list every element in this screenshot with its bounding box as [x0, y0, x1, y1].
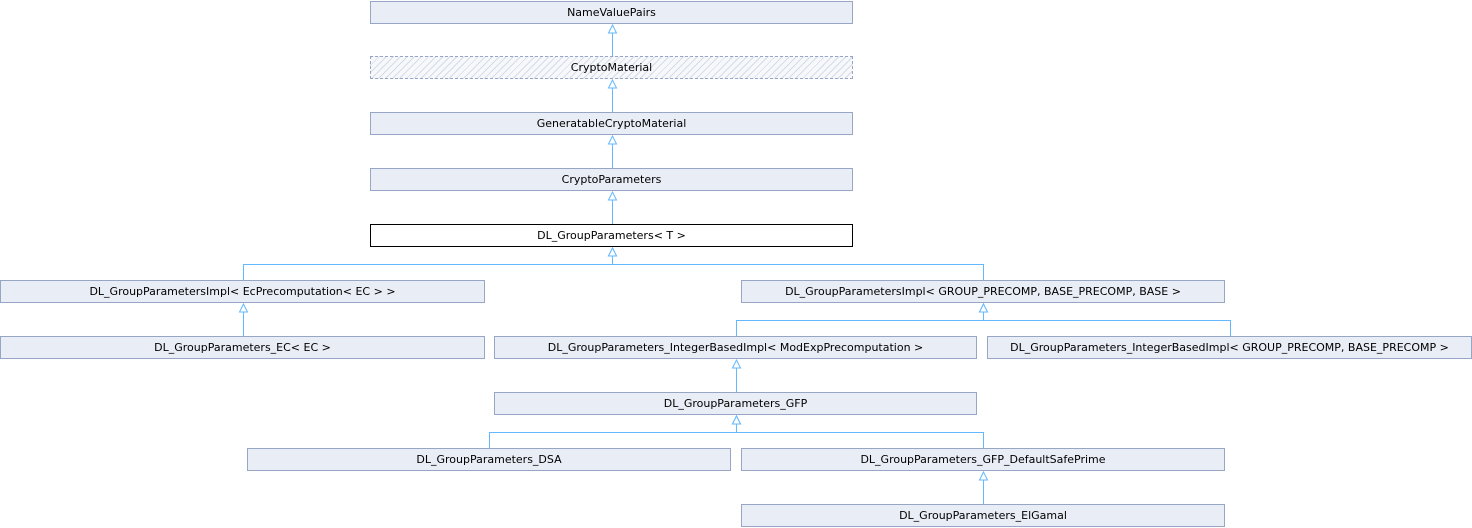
class-node-dl-group-parameters-impl-ec-precomputation[interactable]: DL_GroupParametersImpl< EcPrecomputation…: [0, 280, 485, 303]
inheritance-edge-implgen-to-dlgp: [612, 254, 984, 280]
inheritance-edge-gfpdsp-to-gfp: [736, 422, 984, 448]
class-node-generatable-crypto-material[interactable]: GeneratableCryptoMaterial: [370, 112, 853, 135]
class-node-dl-group-parameters-gfp-default-safe-prime[interactable]: DL_GroupParameters_GFP_DefaultSafePrime: [741, 448, 1225, 471]
inheritance-arrowhead-gcm: [607, 134, 618, 145]
inheritance-arrowhead-implgen: [978, 302, 989, 313]
class-node-dl-group-parameters-impl-generic[interactable]: DL_GroupParametersImpl< GROUP_PRECOMP, B…: [741, 280, 1225, 303]
inheritance-arrowhead-gfpdsp: [978, 470, 989, 481]
class-node-integer-based-impl-mod-exp[interactable]: DL_GroupParameters_IntegerBasedImpl< Mod…: [494, 336, 977, 359]
inheritance-arrowhead-nvp: [607, 23, 618, 34]
inheritance-arrowhead-cm: [607, 78, 618, 89]
inheritance-arrowhead-gfp: [731, 414, 742, 425]
class-node-dl-group-parameters-gfp[interactable]: DL_GroupParameters_GFP: [494, 392, 977, 415]
class-node-dl-group-parameters-current: DL_GroupParameters< T >: [370, 224, 853, 247]
inheritance-edge-ibmod-to-implgen: [736, 310, 984, 336]
inheritance-edge-implec-to-dlgp: [243, 254, 613, 280]
class-node-name-value-pairs[interactable]: NameValuePairs: [370, 1, 853, 24]
inheritance-arrowhead-dlgp: [607, 246, 618, 257]
class-node-dl-group-parameters-ec[interactable]: DL_GroupParameters_EC< EC >: [0, 336, 485, 359]
class-node-dl-group-parameters-dsa[interactable]: DL_GroupParameters_DSA: [247, 448, 731, 471]
class-node-dl-group-parameters-elgamal[interactable]: DL_GroupParameters_ElGamal: [741, 504, 1225, 527]
class-node-crypto-parameters[interactable]: CryptoParameters: [370, 168, 853, 191]
inheritance-arrowhead-ibmod: [731, 358, 742, 369]
inheritance-arrowhead-cp: [607, 190, 618, 201]
inheritance-arrowhead-implec: [238, 302, 249, 313]
class-node-integer-based-impl-generic[interactable]: DL_GroupParameters_IntegerBasedImpl< GRO…: [987, 336, 1472, 359]
inheritance-edge-ibgen-to-implgen: [983, 310, 1231, 336]
class-node-crypto-material[interactable]: CryptoMaterial: [370, 56, 853, 79]
inheritance-edge-dsa-to-gfp: [489, 422, 737, 448]
